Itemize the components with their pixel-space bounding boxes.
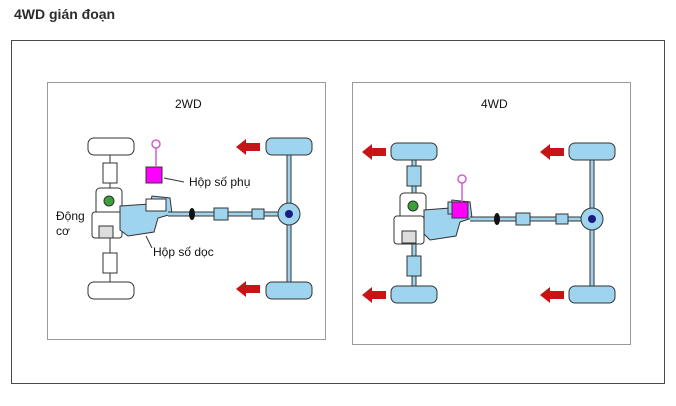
rear-right-wheel-2wd [265,281,313,300]
engine-4wd [393,192,427,245]
front-left-wheel-2wd [87,137,135,156]
arrow-rear-right-2wd [236,281,260,297]
rear-left-wheel-4wd [568,142,616,161]
front-right-wheel-4wd [390,285,438,304]
front-left-wheel-4wd [390,142,438,161]
panel-2wd-title: 2WD [175,97,202,111]
arrow-rear-left-2wd [236,139,260,155]
label-engine-line2: cơ [56,224,70,238]
direction-arrows-2wd [236,139,260,297]
rear-axle-4wd [568,142,616,304]
arrow-front-left-4wd [362,144,386,160]
rear-right-wheel-4wd [568,285,616,304]
label-engine-line1: Động [56,209,85,223]
page-title: 4WD gián đoạn [14,6,116,22]
front-right-wheel-2wd [87,281,135,300]
engine-2wd [91,187,123,239]
propeller-shaft-2wd [168,207,282,221]
direction-arrows-4wd [362,144,564,303]
propeller-shaft-4wd [470,212,590,226]
label-transfer-case: Hộp số phụ [189,175,250,189]
rear-left-wheel-2wd [265,137,313,156]
label-transmission: Hộp số dọc [153,245,214,259]
front-axle-2wd [87,137,135,300]
panel-4wd-title: 4WD [481,97,508,111]
arrow-rear-left-4wd [540,144,564,160]
transmission-2wd [119,195,173,237]
rear-axle-2wd [265,137,313,300]
arrow-rear-right-4wd [540,287,564,303]
transfer-case-4wd [451,174,469,219]
transfer-case-2wd [145,139,185,184]
arrow-front-right-4wd [362,287,386,303]
